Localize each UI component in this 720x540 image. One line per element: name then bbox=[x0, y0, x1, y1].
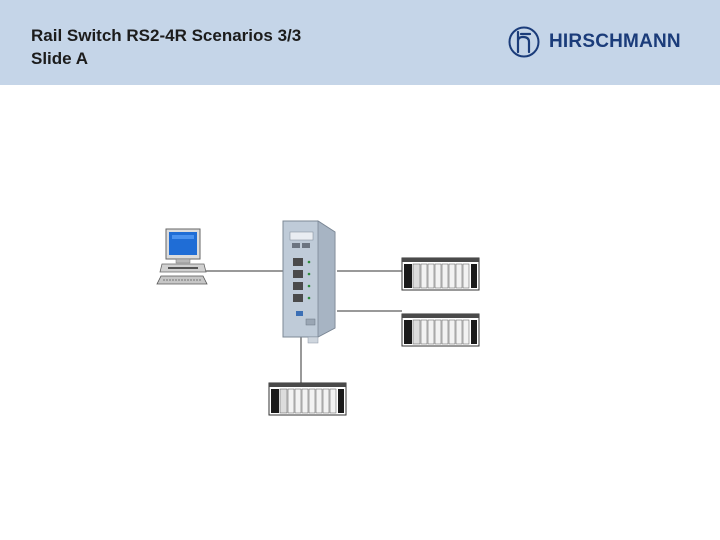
hirschmann-logo: HIRSCHMANN bbox=[508, 25, 681, 59]
slide-title-line-1: Rail Switch RS2-4R Scenarios 3/3 bbox=[31, 26, 302, 45]
plc-rack-icon[interactable] bbox=[268, 382, 347, 416]
slide-title: Rail Switch RS2-4R Scenarios 3/3 Slide A bbox=[31, 24, 301, 70]
slide-title-line-2: Slide A bbox=[31, 49, 88, 68]
rail-switch-rs2-4r-icon[interactable] bbox=[282, 220, 336, 344]
plc-rack-icon[interactable] bbox=[401, 257, 480, 291]
slide-header: Rail Switch RS2-4R Scenarios 3/3 Slide A… bbox=[0, 0, 720, 85]
plc-rack-icon[interactable] bbox=[401, 313, 480, 347]
logo-text: HIRSCHMANN bbox=[549, 31, 681, 52]
connection-lines bbox=[206, 270, 402, 384]
desktop-computer-icon[interactable] bbox=[156, 228, 208, 285]
hirschmann-logo-icon bbox=[508, 26, 540, 58]
